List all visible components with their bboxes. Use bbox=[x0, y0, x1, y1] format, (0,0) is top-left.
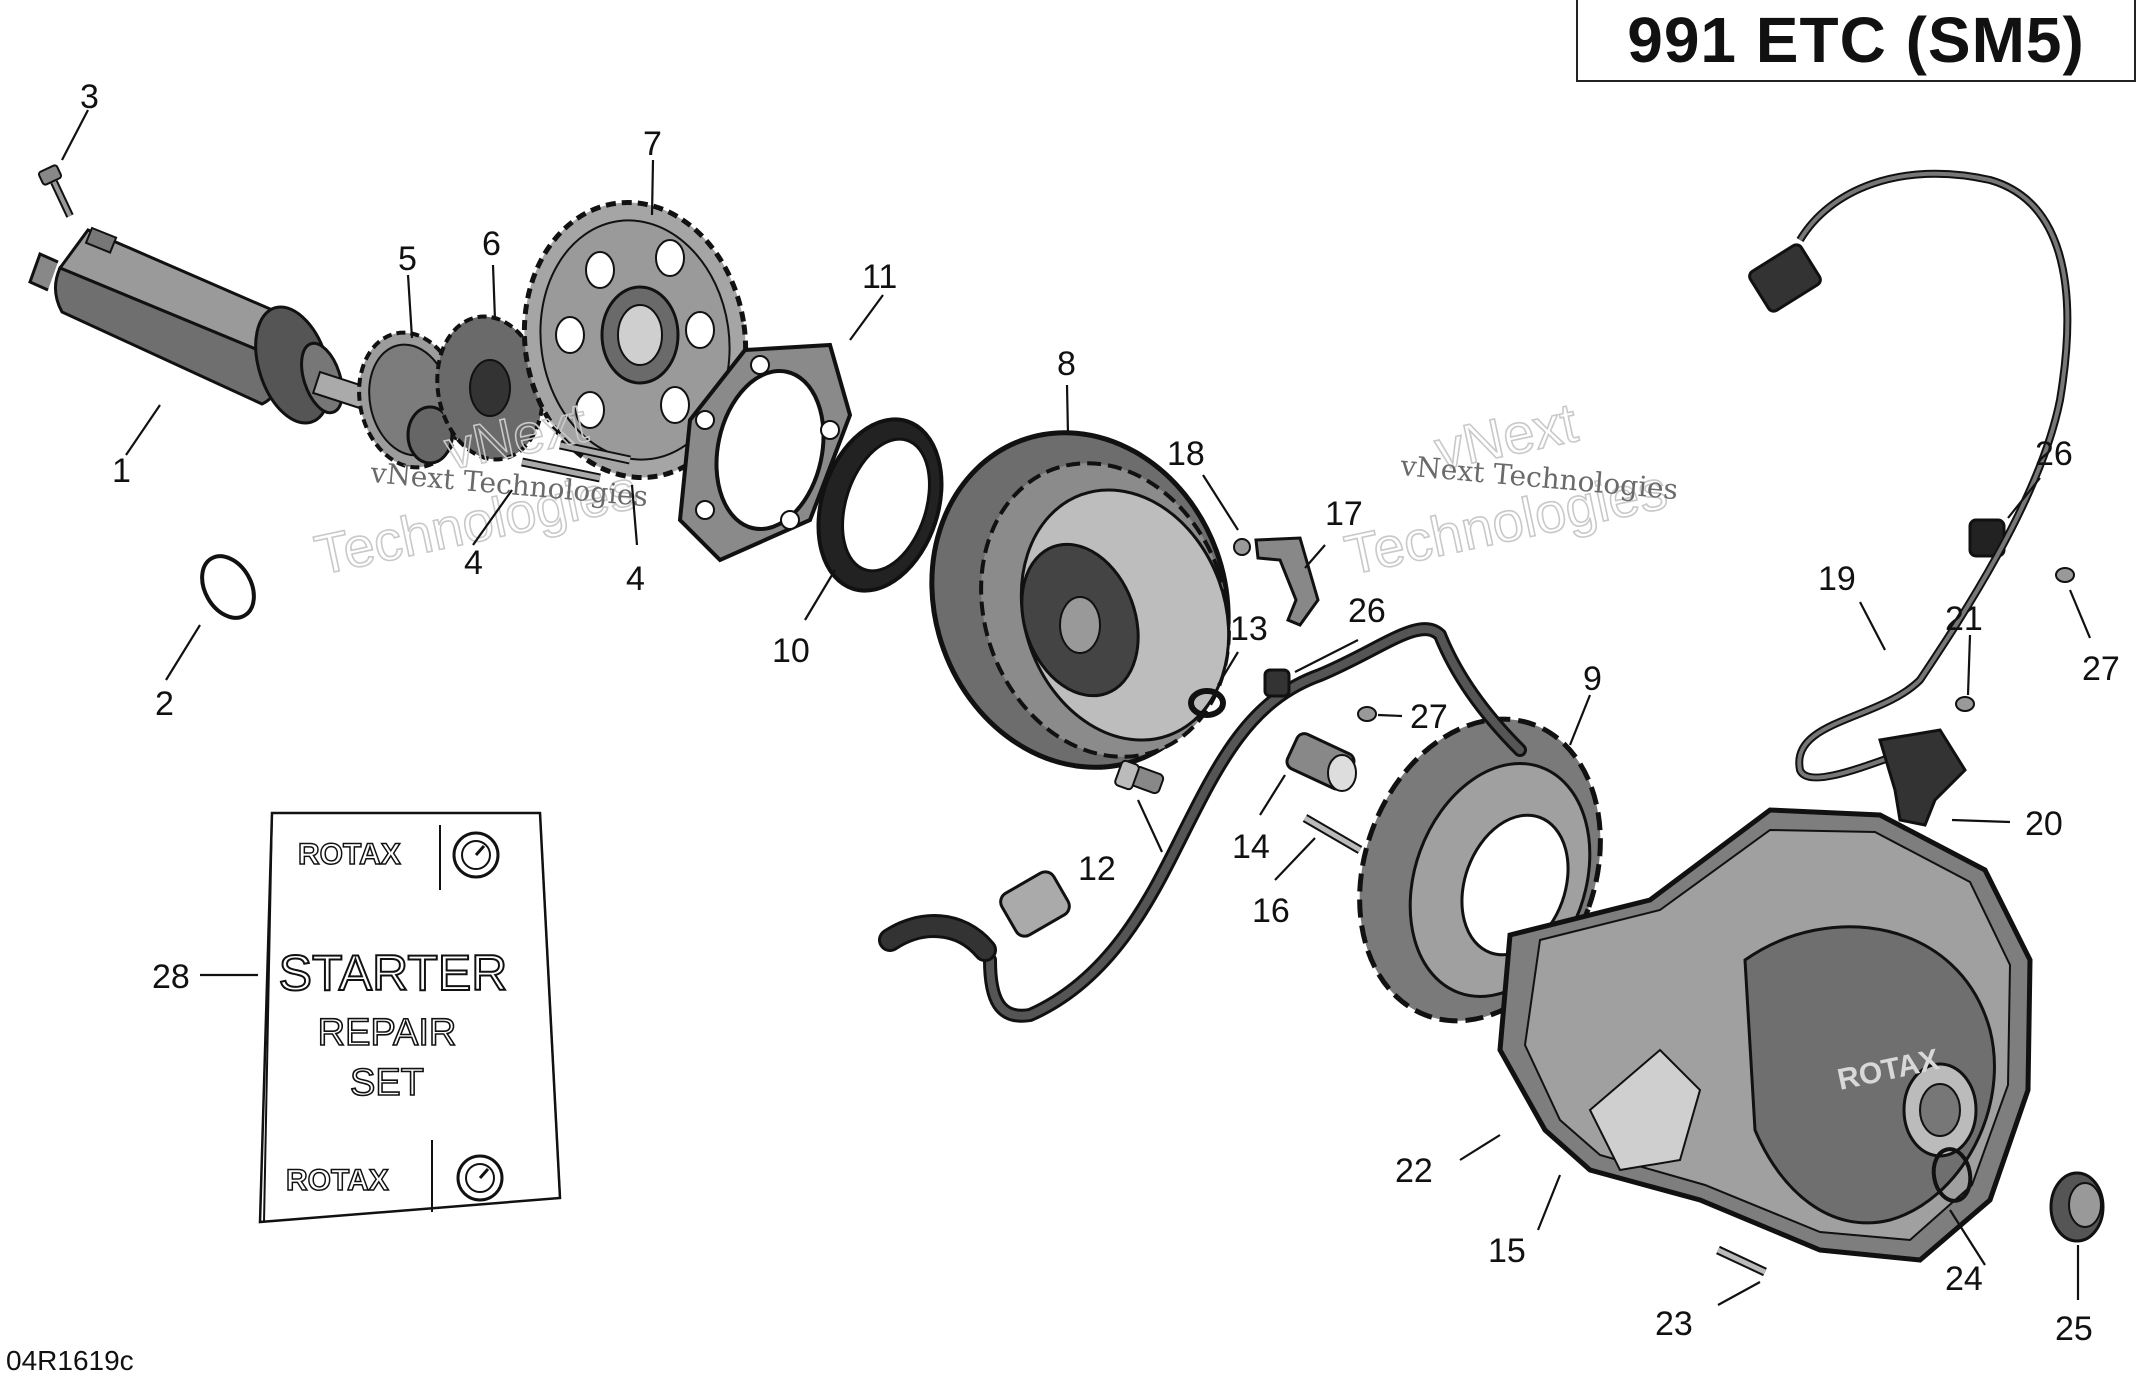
callout-15: 15 bbox=[1488, 1232, 1526, 1270]
leader-lines bbox=[61, 109, 2092, 1306]
callout-3: 3 bbox=[80, 78, 99, 116]
callout-6: 6 bbox=[482, 225, 501, 263]
callout-27b: 27 bbox=[2082, 650, 2120, 688]
o-ring-24-part bbox=[1931, 1147, 1973, 1203]
plug-25-part bbox=[2049, 1171, 2105, 1243]
hardware-part bbox=[1114, 538, 2075, 854]
starter-motor-part bbox=[28, 226, 388, 425]
callout-21: 21 bbox=[1945, 600, 1983, 638]
o-ring-2-part bbox=[200, 554, 256, 620]
wire-connector-part bbox=[999, 870, 1071, 938]
flywheel-8-part bbox=[929, 430, 1231, 770]
callout-4a: 4 bbox=[464, 544, 483, 582]
callout-23: 23 bbox=[1655, 1305, 1693, 1343]
wire-harness-part bbox=[878, 622, 1527, 1023]
callout-19: 19 bbox=[1818, 560, 1856, 598]
callout-12: 12 bbox=[1078, 850, 1116, 888]
magneto-cover-15-part: ROTAX bbox=[1497, 807, 2033, 1263]
bracket-17-part bbox=[1254, 536, 1320, 627]
bolt-23-part bbox=[1716, 1245, 1767, 1277]
callout-18: 18 bbox=[1167, 435, 1205, 473]
callout-17: 17 bbox=[1325, 495, 1363, 533]
callout-27a: 27 bbox=[1410, 698, 1448, 736]
kit-line-1: STARTER bbox=[279, 945, 508, 1001]
callout-16: 16 bbox=[1252, 892, 1290, 930]
callout-14: 14 bbox=[1232, 828, 1270, 866]
kit-line-2: REPAIR bbox=[318, 1012, 457, 1054]
callout-24: 24 bbox=[1945, 1260, 1983, 1298]
kit-brand-bottom: ROTAX bbox=[286, 1164, 389, 1197]
callout-13: 13 bbox=[1230, 610, 1268, 648]
kit-brand-top: ROTAX bbox=[298, 838, 401, 871]
callout-4b: 4 bbox=[626, 560, 645, 598]
callout-28: 28 bbox=[152, 958, 190, 996]
callout-10: 10 bbox=[772, 632, 810, 670]
callout-22: 22 bbox=[1395, 1152, 1433, 1190]
callout-25: 25 bbox=[2055, 1310, 2093, 1348]
gear-5-part bbox=[357, 330, 463, 470]
rotax-logo-icon-bottom bbox=[456, 1154, 504, 1202]
callout-7: 7 bbox=[643, 125, 662, 163]
callout-26b: 26 bbox=[2035, 435, 2073, 473]
callout-1: 1 bbox=[112, 452, 131, 490]
callout-numbers: 1 2 3 4 4 5 6 7 8 9 10 11 12 13 14 15 16… bbox=[80, 78, 2120, 1348]
callout-11: 11 bbox=[862, 258, 897, 296]
callout-2: 2 bbox=[155, 685, 174, 723]
ring-gear-7-part bbox=[521, 199, 749, 481]
sensor-harness-19-part bbox=[1748, 169, 2072, 782]
callout-5: 5 bbox=[398, 240, 417, 278]
grommet-26-part bbox=[1263, 668, 1291, 698]
callout-26a: 26 bbox=[1348, 592, 1386, 630]
gear-6-part bbox=[435, 314, 545, 462]
callout-20: 20 bbox=[2025, 805, 2063, 843]
clutch-11-part bbox=[677, 342, 853, 563]
pins-4-part bbox=[521, 440, 631, 483]
sensor-20-part bbox=[1878, 728, 1967, 827]
oil-seal-10-part bbox=[816, 417, 944, 593]
model-title: 991 ETC (SM5) bbox=[1576, 0, 2136, 82]
bolt-3-part bbox=[37, 164, 74, 218]
callout-9: 9 bbox=[1583, 660, 1602, 698]
callout-8: 8 bbox=[1057, 345, 1076, 383]
watermark-right: Technologies vNext vNext Technologies bbox=[1339, 389, 1680, 587]
figure-code: 04R1619c bbox=[6, 1345, 134, 1376]
starter-repair-kit-card: ROTAX ROTAX STARTER REPAIR SET bbox=[258, 811, 562, 1224]
kit-line-3: SET bbox=[350, 1062, 424, 1104]
rotax-logo-icon bbox=[452, 831, 500, 879]
